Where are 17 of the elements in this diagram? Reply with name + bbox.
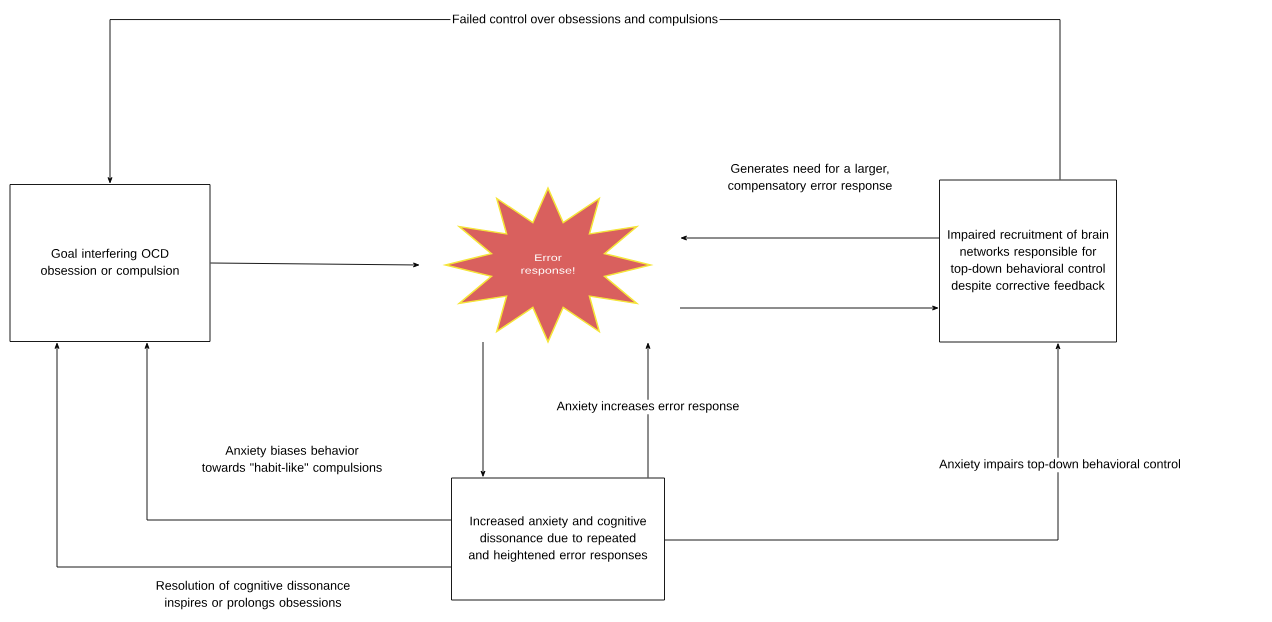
arrow [480,341,486,477]
arrow [210,262,420,268]
edge-label: Anxiety increases error response [555,399,741,415]
edge-label: Resolution of cognitive dissonance inspires or prolongs obsessions [156,580,350,610]
process-box: Impaired recruitment of brain networks responsible for top-down behavioral control despite corrective feedback [939,179,1117,343]
arrow [645,342,651,478]
arrow [679,305,939,311]
arrow [144,342,452,521]
edge-label: Generates need for a larger, compensatory error response [728,163,892,193]
arrow [680,235,940,241]
process-box: Increased anxiety and cognitive dissonance due to repeated and heightened error responses [451,477,665,601]
edge-label: Anxiety impairs top-down behavioral control [937,457,1183,473]
edge-label: Failed control over obsessions and compulsions [450,12,720,28]
process-box: Goal interfering OCD obsession or compulsion [9,184,211,342]
arrow [54,342,452,568]
edge-label: Anxiety biases behavior towards "habit-like" compulsions [201,445,382,475]
arrow [664,343,1061,541]
